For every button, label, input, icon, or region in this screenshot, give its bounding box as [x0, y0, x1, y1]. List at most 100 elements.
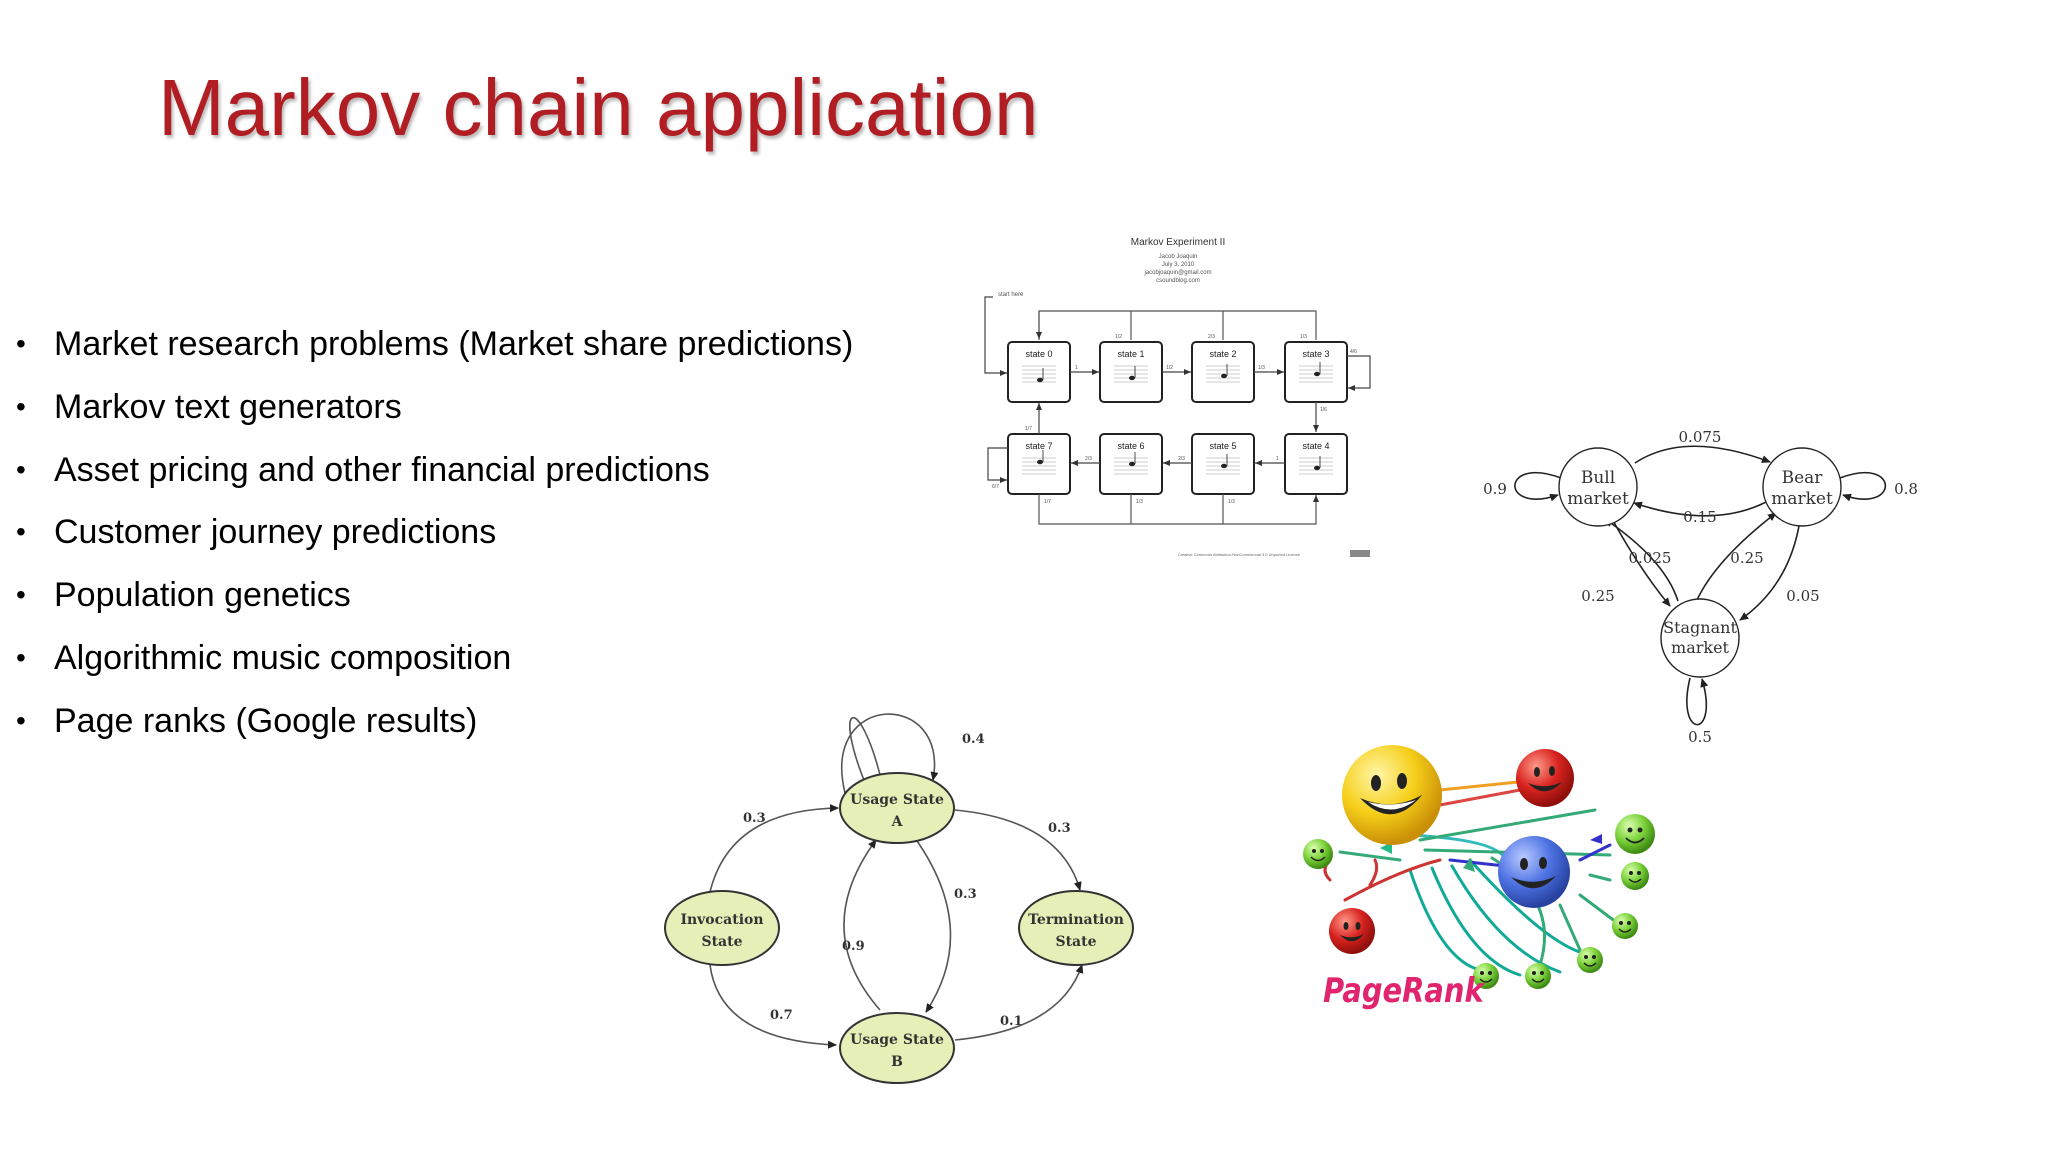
bullet-text: Algorithmic music composition: [54, 638, 512, 677]
cc-badge-icon: [1350, 550, 1370, 557]
bullet-dot-icon: •: [16, 641, 26, 673]
bullet-text: Population genetics: [54, 576, 351, 615]
bear-market-label-line1: Bear: [1782, 468, 1824, 488]
bullet-item: •Customer journey predictions: [14, 503, 853, 566]
market-markov-diagram: Bull market Bear market Stagnant market …: [1483, 428, 1918, 746]
bullet-dot-icon: •: [16, 328, 26, 359]
pagerank-illustration: PageRank: [1303, 745, 1655, 1011]
green-smiley-icon: [1473, 963, 1499, 989]
music-state-label: state 3: [1302, 349, 1329, 359]
stagnant-market-label-line1: Stagnant: [1663, 618, 1737, 637]
music-edge-label: 1: [1075, 365, 1078, 371]
music-state-label: state 2: [1209, 349, 1236, 359]
invocation-state-node: Invocation State: [664, 890, 780, 966]
green-smiley-icon: [1612, 913, 1638, 939]
music-state-box: state 7: [1007, 433, 1071, 495]
usage-state-b-label-line1: Usage State: [850, 1032, 944, 1048]
usage-state-a-label-line2: A: [891, 814, 904, 830]
edge-label: 0.3: [1048, 821, 1071, 836]
edge-label: 0.8: [1894, 480, 1918, 498]
music-edge-label: 1/3: [1300, 334, 1307, 340]
termination-state-label-line2: State: [1055, 934, 1096, 950]
music-state-label: state 5: [1209, 441, 1236, 451]
music-state-label: state 1: [1117, 349, 1144, 359]
bullet-text: Asset pricing and other financial predic…: [54, 450, 710, 489]
edge-label: 0.3: [954, 887, 977, 902]
music-state-box: state 4: [1284, 433, 1348, 495]
red-smiley-icon: [1516, 749, 1574, 807]
music-diagram-email: jacobjoaquin@gmail.com: [1143, 270, 1211, 276]
bear-market-label-line2: market: [1771, 489, 1833, 509]
bullet-dot-icon: •: [16, 579, 26, 611]
music-edge-label: 2/3: [1208, 334, 1215, 340]
green-smiley-icon: [1577, 947, 1603, 973]
music-edge-label: 2/3: [1085, 456, 1092, 462]
music-edge-label: 1/6: [1320, 407, 1327, 413]
music-edge-label: 1/7: [1025, 426, 1032, 432]
music-diagram-footer: Creative Commons Attribution-NonCommerci…: [1178, 552, 1301, 557]
invocation-state-label-line2: State: [701, 934, 742, 950]
music-edge-label: 1/2: [1166, 365, 1173, 371]
music-state-label: state 6: [1117, 441, 1144, 451]
music-diagram-date: July 3, 2010: [1162, 262, 1195, 268]
bullet-text: Page ranks (Google results): [54, 701, 478, 740]
green-smiley-icon: [1621, 862, 1649, 890]
edge-label: 0.7: [770, 1008, 793, 1023]
music-state-box: state 3: [1284, 341, 1348, 403]
blue-smiley-icon: [1498, 836, 1570, 908]
music-edge-label: 2/3: [1178, 456, 1185, 462]
bull-market-node: Bull market: [1558, 447, 1638, 527]
music-markov-diagram: Markov Experiment II Jacob Joaquin July …: [984, 237, 1371, 557]
stagnant-market-node: Stagnant market: [1660, 598, 1740, 678]
bull-market-label-line2: market: [1567, 489, 1629, 509]
termination-state-node: Termination State: [1018, 890, 1134, 966]
bullet-item: • Algorithmic music composition: [14, 629, 853, 692]
music-diagram-author: Jacob Joaquin: [1159, 254, 1198, 260]
bullet-dot-icon: •: [16, 704, 26, 736]
slide-title: Markov chain application: [158, 63, 1039, 152]
bullet-text: Market research problems (Market share p…: [54, 325, 854, 363]
start-here-label: start here: [998, 292, 1024, 298]
usage-state-b-node: Usage State B: [839, 1012, 955, 1084]
edge-label: 0.9: [1483, 480, 1507, 498]
bear-market-node: Bear market: [1762, 447, 1842, 527]
music-state-box: state 2: [1191, 341, 1255, 403]
green-smiley-icon: [1615, 814, 1655, 854]
usage-state-diagram: Usage State A Usage State B Invocation S…: [664, 713, 1134, 1084]
green-smiley-icon: [1303, 839, 1333, 869]
music-state-box: state 6: [1099, 433, 1163, 495]
bullet-dot-icon: •: [16, 390, 26, 422]
music-state-box: state 1: [1099, 341, 1163, 403]
bullet-dot-icon: •: [16, 516, 26, 548]
usage-state-b-label-line2: B: [891, 1054, 903, 1070]
usage-state-a-node: Usage State A: [839, 772, 955, 844]
termination-state-label-line1: Termination: [1028, 912, 1124, 928]
yellow-smiley-icon: [1342, 745, 1442, 845]
music-diagram-title: Markov Experiment II: [1131, 237, 1225, 248]
usage-state-a-label-line1: Usage State: [850, 792, 944, 808]
music-state-box: state 5: [1191, 433, 1255, 495]
bullet-text: Markov text generators: [54, 387, 402, 426]
bullet-item: • Markov text generators: [14, 378, 853, 441]
edge-label: 0.05: [1786, 587, 1819, 605]
edge-label: 0.3: [743, 811, 766, 826]
music-edge-label: 4/6: [1350, 349, 1357, 355]
music-state-label: state 7: [1025, 441, 1052, 451]
music-state-label: state 4: [1302, 441, 1329, 451]
music-edge-label: 1/3: [1136, 499, 1143, 505]
music-edge-label: 1/2: [1115, 334, 1122, 340]
music-edge-label: 1/3: [1228, 499, 1235, 505]
music-edge-label: 1/7: [1044, 499, 1051, 505]
bullet-list: • Market research problems (Market share …: [14, 315, 853, 755]
red-smiley-icon: [1329, 908, 1375, 954]
bullet-item: • Population genetics: [14, 566, 853, 629]
bullet-item: •Asset pricing and other financial predi…: [14, 441, 853, 504]
music-edge-label: 1: [1276, 456, 1279, 462]
edge-label: 0.025: [1629, 549, 1672, 567]
music-diagram-website: csoundblog.com: [1156, 278, 1200, 284]
edge-label: 0.15: [1683, 508, 1716, 526]
edge-label: 0.4: [962, 732, 985, 747]
edge-label: 0.5: [1688, 728, 1712, 746]
music-edge-label: 6/7: [992, 484, 999, 490]
